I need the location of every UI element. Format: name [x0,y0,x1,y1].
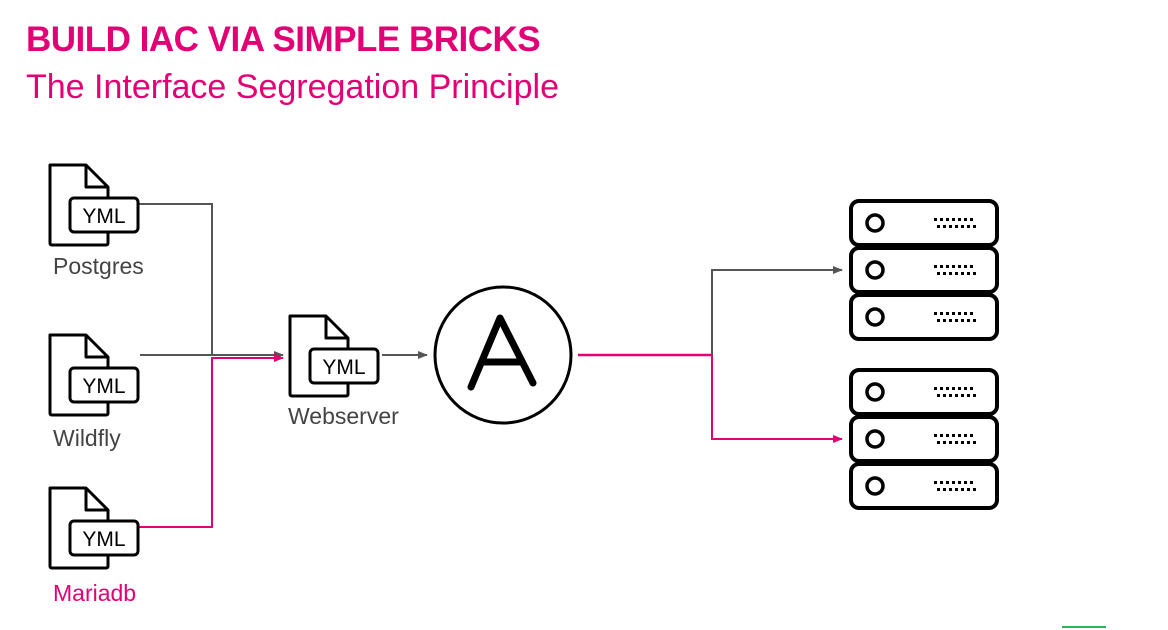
yml-badge-text: YML [82,528,125,551]
yml-file-webserver: YML [288,314,380,398]
yml-file-postgres: YML [48,163,140,247]
server-icon [849,415,999,463]
webserver-label: Webserver [288,403,399,429]
mariadb-connector [139,354,284,528]
output-connectors [578,266,843,443]
server-stack-top [849,199,999,341]
mariadb-label: Mariadb [53,580,136,606]
slide-title: BUILD IAC VIA SIMPLE BRICKS [26,20,541,59]
server-icon [849,246,999,294]
yml-file-mariadb: YML [48,486,140,570]
postgres-label: Postgres [53,253,144,279]
input-connectors [139,203,284,528]
ansible-logo-icon [433,285,573,425]
server-icon [849,462,999,510]
footer-accent-line [1062,626,1106,628]
server-icon [849,368,999,416]
server-icon [849,293,999,341]
slide-subtitle: The Interface Segregation Principle [26,68,559,106]
wildfly-label: Wildfly [53,425,121,451]
connector-to-bottom-stack [711,355,843,443]
yml-file-wildfly: YML [48,333,140,417]
postgres-connector [139,203,213,355]
yml-badge-text: YML [82,375,125,398]
yml-badge-text: YML [322,356,365,379]
server-icon [849,199,999,247]
connector-to-top-stack [711,266,843,355]
yml-badge-text: YML [82,205,125,228]
server-stack-bottom [849,368,999,510]
